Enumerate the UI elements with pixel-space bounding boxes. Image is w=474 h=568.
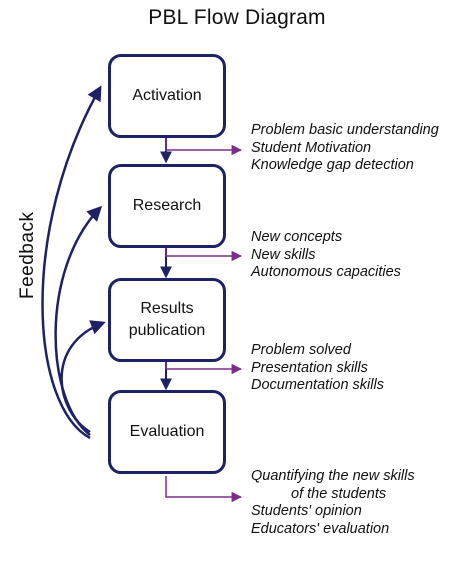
diagram-title: PBL Flow Diagram — [148, 6, 326, 29]
outputs-evaluation: Quantifying the new skills of the studen… — [251, 468, 415, 538]
stage-box-results-publication: Results publication — [108, 278, 226, 362]
output-item: of the students — [291, 485, 387, 502]
stage-label: Results publication — [128, 300, 206, 339]
stage-box-evaluation: Evaluation — [108, 390, 226, 474]
output-item: Autonomous capacities — [251, 264, 401, 280]
output-item: Documentation skills — [251, 377, 384, 393]
output-item: Quantifying the new skills — [251, 468, 415, 484]
output-item: New skills — [251, 246, 316, 263]
output-item: Presentation skills — [251, 359, 368, 376]
feedback-arrow-research — [54, 205, 103, 436]
output-arrow-activation — [165, 138, 243, 156]
feedback-label: Feedback — [17, 211, 38, 299]
output-item: Students' opinion — [251, 503, 362, 519]
output-arrow-results — [165, 362, 243, 375]
feedback-arrow-activation — [41, 85, 102, 440]
output-item: Problem solved — [251, 342, 351, 358]
output-item: Problem basic understanding — [251, 122, 439, 138]
output-item: Educators' evaluation — [251, 520, 390, 537]
output-item: Knowledge gap detection — [251, 157, 414, 173]
stage-label: Activation — [132, 87, 202, 104]
stage-box-research: Research — [108, 164, 226, 248]
outputs-activation: Problem basic understanding Student Moti… — [251, 122, 439, 175]
output-arrow-evaluation — [165, 476, 243, 503]
stage-box-activation: Activation — [108, 54, 226, 138]
stage-label: Research — [132, 197, 202, 214]
stage-label: Evaluation — [129, 423, 205, 440]
output-item: New concepts — [251, 229, 343, 245]
outputs-research: New concepts New skills Autonomous capac… — [251, 229, 401, 282]
outputs-results-publication: Problem solved Presentation skills Docum… — [251, 342, 384, 395]
output-item: Student Motivation — [251, 139, 372, 156]
feedback-arrow-results — [60, 320, 106, 434]
output-arrow-research — [165, 248, 243, 262]
